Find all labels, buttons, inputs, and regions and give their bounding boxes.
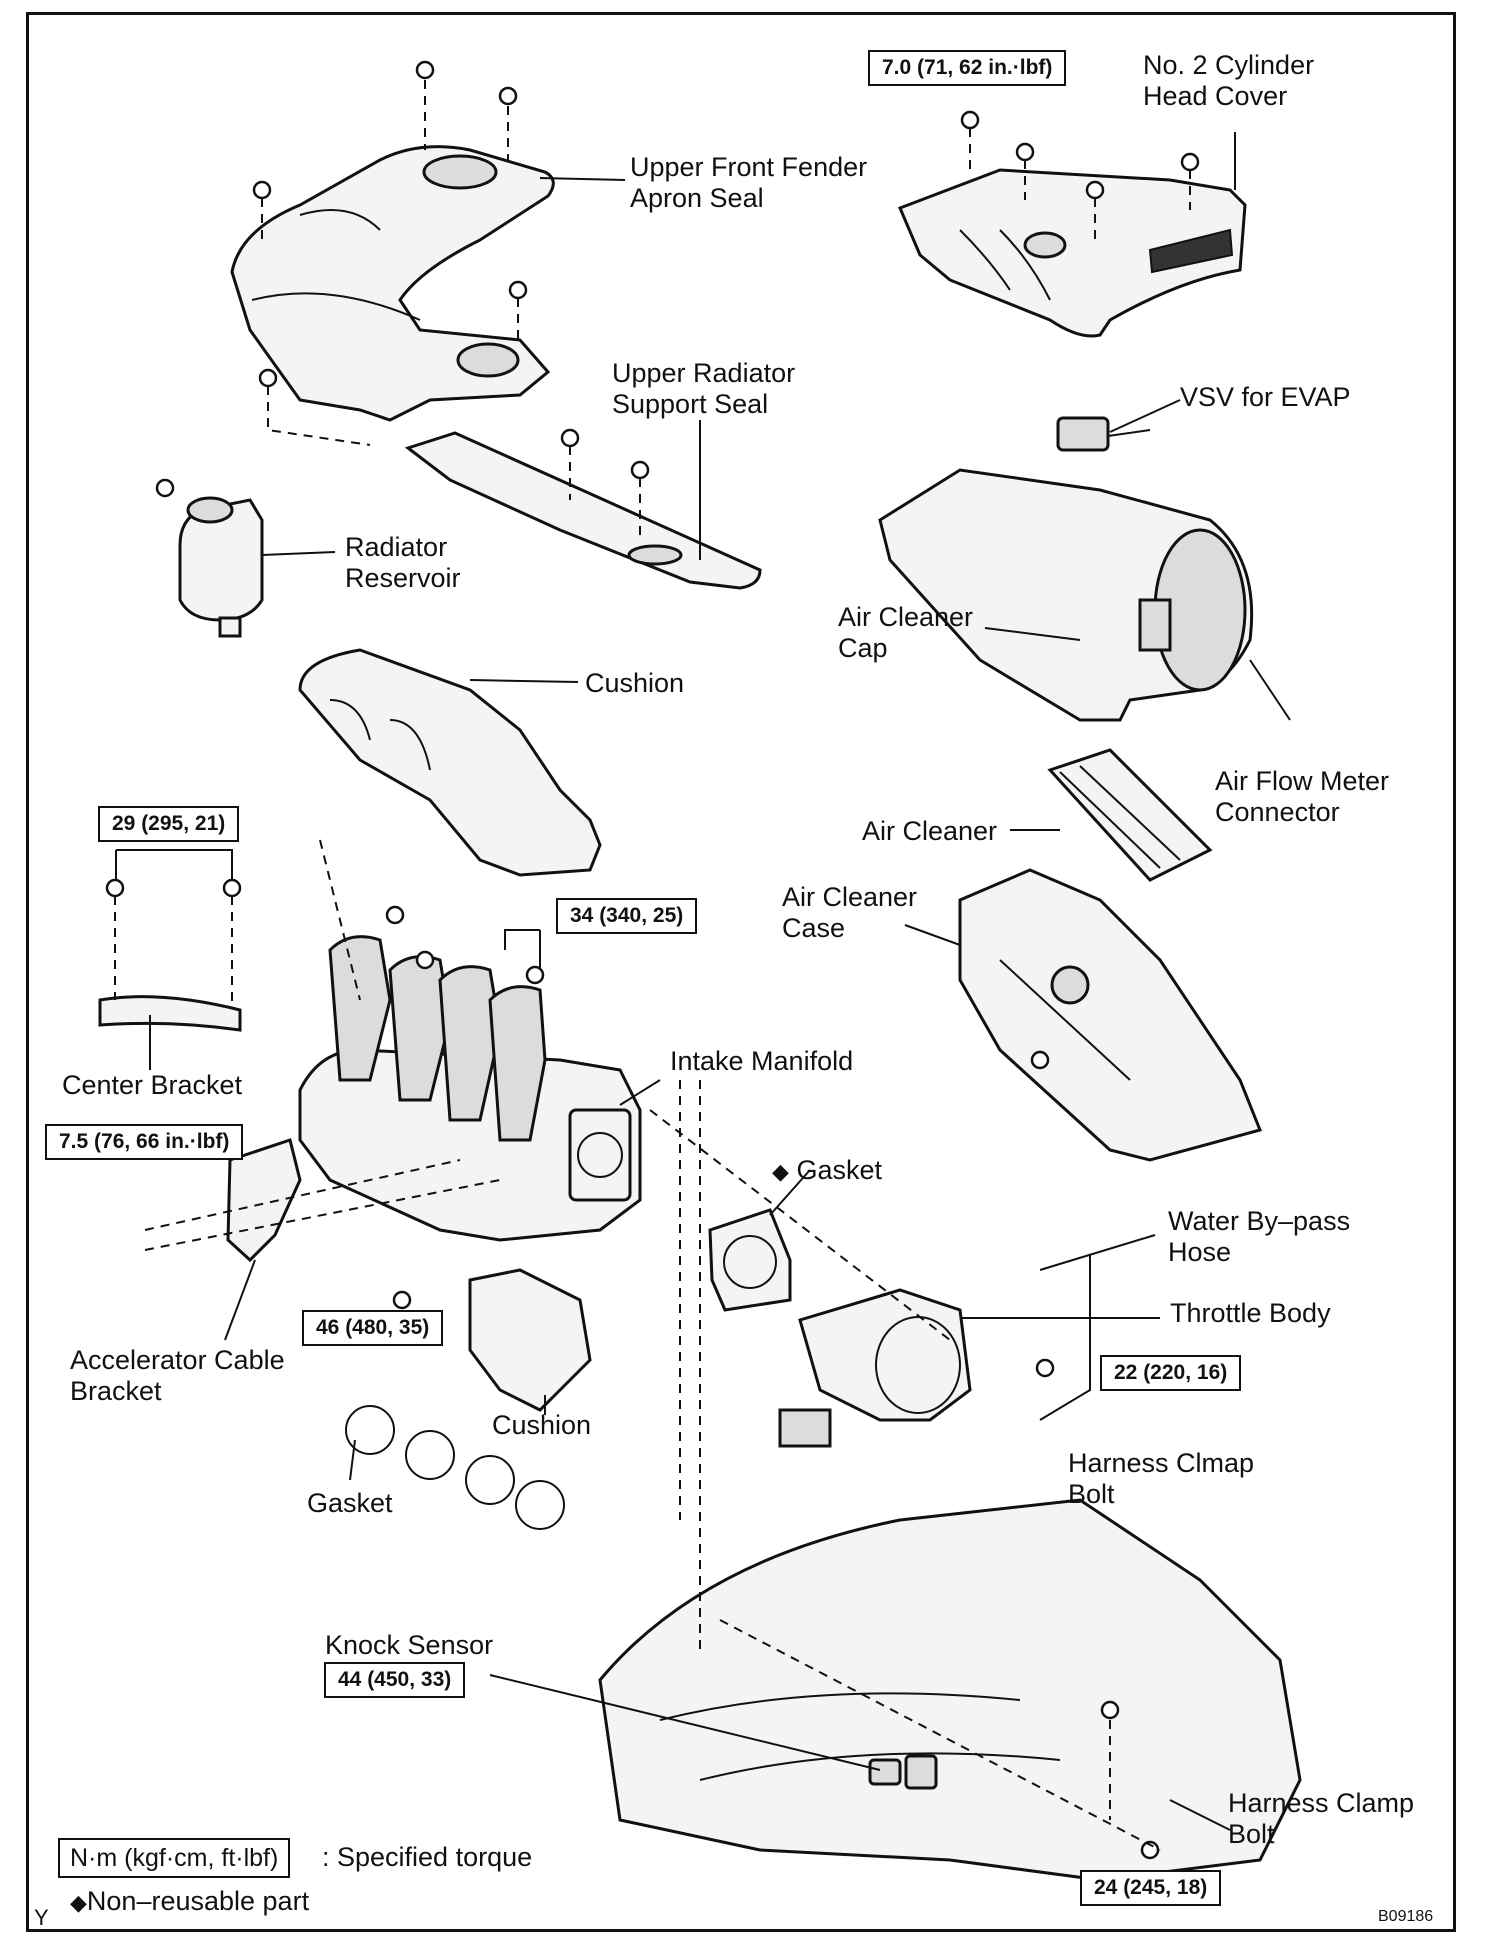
label-air-cleaner-cap: Air Cleaner Cap xyxy=(838,602,974,663)
torque-harness-clamp: 24 (245, 18) xyxy=(1080,1870,1222,1906)
cushion-top-part xyxy=(298,648,602,877)
air-cleaner-case-part xyxy=(958,868,1263,1162)
air-cleaner-cap-part xyxy=(878,468,1254,722)
torque-accelerator-bracket: 7.5 (76, 66 in.·lbf) xyxy=(45,1124,244,1160)
label-gasket-throttle: ◆ Gasket xyxy=(772,1155,882,1185)
engine-block-part xyxy=(598,1498,1302,1882)
label-center-bracket: Center Bracket xyxy=(62,1070,243,1100)
label-upper-front-fender-apron-seal: Upper Front Fender Apron Seal xyxy=(630,152,868,213)
vsv-part xyxy=(1056,416,1151,452)
legend-diamond-icon: ◆ xyxy=(70,1890,87,1915)
legend-torque-unit-box: N·m (kgf·cm, ft·lbf) xyxy=(58,1838,291,1878)
cylinder-head-cover-part xyxy=(898,168,1247,338)
non-reusable-diamond-icon: ◆ xyxy=(772,1159,789,1184)
torque-knock-sensor: 44 (450, 33) xyxy=(324,1662,466,1698)
assembly-guide-lines xyxy=(114,80,1191,1851)
upper-radiator-support-seal-part xyxy=(404,431,762,590)
label-knock-sensor: Knock Sensor xyxy=(325,1630,494,1660)
manifold-gasket-part xyxy=(345,1405,565,1530)
label-air-flow-meter-connector: Air Flow Meter Connector xyxy=(1215,766,1390,827)
center-bracket-part xyxy=(98,995,242,1032)
label-upper-radiator-support-seal: Upper Radiator Support Seal xyxy=(612,358,796,419)
label-cushion-top: Cushion xyxy=(585,668,685,698)
leader-lines xyxy=(115,132,1291,1831)
legend-torque-unit-description: : Specified torque xyxy=(322,1842,533,1872)
torque-throttle-body: 22 (220, 16) xyxy=(1100,1355,1242,1391)
throttle-body-part xyxy=(778,1288,972,1448)
label-cushion-bottom: Cushion xyxy=(492,1410,592,1440)
torque-manifold-bolt: 46 (480, 35) xyxy=(302,1310,444,1346)
label-vsv-for-evap: VSV for EVAP xyxy=(1180,382,1351,412)
radiator-reservoir-part xyxy=(178,496,264,638)
label-throttle-body: Throttle Body xyxy=(1170,1298,1331,1328)
label-no2-cylinder-head-cover: No. 2 Cylinder Head Cover xyxy=(1143,50,1315,111)
figure-code: B09186 xyxy=(1378,1908,1434,1925)
label-intake-manifold: Intake Manifold xyxy=(670,1046,854,1076)
knock-sensor-connector-part xyxy=(904,1754,938,1790)
intake-manifold-part xyxy=(298,935,642,1242)
torque-head-cover: 7.0 (71, 62 in.·lbf) xyxy=(868,50,1067,86)
label-radiator-reservoir: Radiator Reservoir xyxy=(345,532,461,593)
legend-non-reusable: ◆Non–reusable part xyxy=(70,1886,310,1916)
label-water-bypass-hose: Water By–pass Hose xyxy=(1168,1206,1351,1267)
label-harness-clamp-bolt: Harness Clamp Bolt xyxy=(1228,1788,1415,1849)
throttle-gasket-part xyxy=(708,1208,792,1312)
label-gasket-manifold: Gasket xyxy=(307,1488,393,1518)
knock-sensor-part xyxy=(868,1758,902,1786)
upper-front-fender-apron-seal-part xyxy=(230,145,555,422)
label-air-cleaner: Air Cleaner xyxy=(862,816,998,846)
torque-center-bracket: 29 (295, 21) xyxy=(98,806,240,842)
air-cleaner-element-part xyxy=(1047,748,1213,882)
torque-manifold-nut: 34 (340, 25) xyxy=(556,898,698,934)
label-air-cleaner-case: Air Cleaner Case xyxy=(782,882,918,943)
diagram-frame xyxy=(26,12,1456,1932)
label-harness-clmap-bolt: Harness Clmap Bolt xyxy=(1068,1448,1255,1509)
label-accelerator-cable-bracket: Accelerator Cable Bracket xyxy=(70,1345,285,1406)
cushion-bottom-part xyxy=(468,1268,592,1412)
corner-letter: Y xyxy=(34,1905,49,1930)
